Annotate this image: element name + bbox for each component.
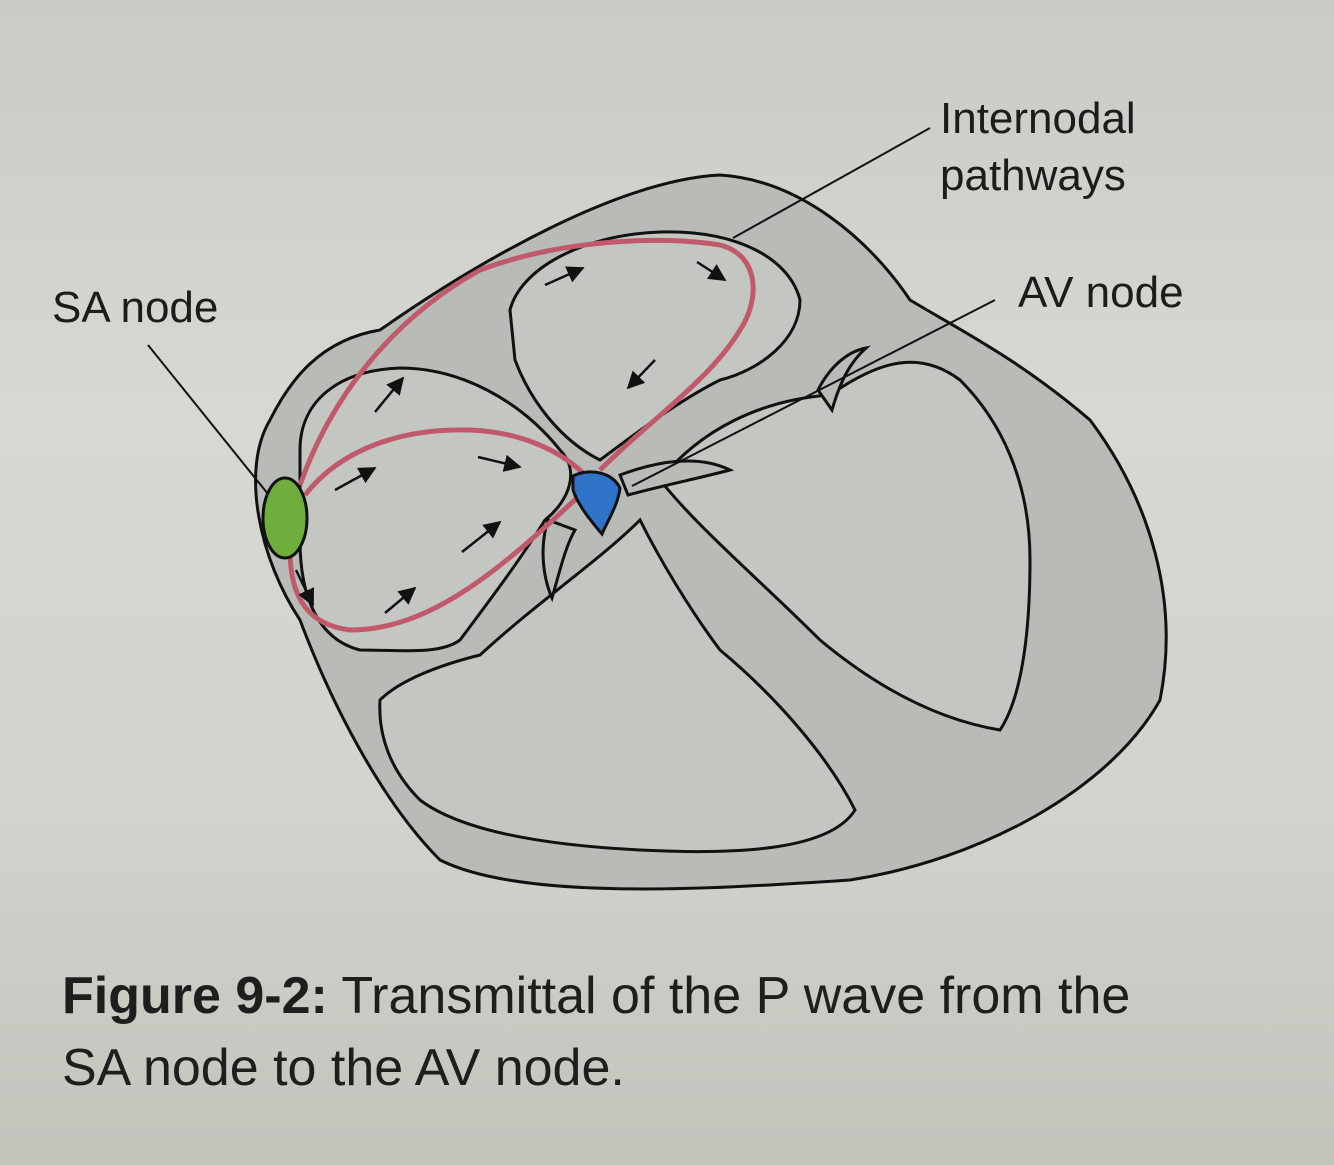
sa-node-ellipse: [263, 478, 307, 558]
caption-text-line1: Transmittal of the P wave from the: [341, 967, 1130, 1025]
caption-line1: Figure 9-2: Transmittal of the P wave fr…: [62, 960, 1302, 1032]
figure-caption: Figure 9-2: Transmittal of the P wave fr…: [62, 960, 1302, 1104]
figure-number: Figure 9-2:: [62, 967, 328, 1025]
sa-node-leader-line: [148, 345, 268, 494]
caption-text-line2: SA node to the AV node.: [62, 1032, 1302, 1104]
heart-conduction-diagram: SA node Internodal pathways AV node: [0, 0, 1334, 950]
internodal-label-line2: pathways: [940, 151, 1126, 200]
internodal-label-line1: Internodal: [940, 94, 1136, 143]
sa-node-label: SA node: [52, 283, 218, 332]
av-node-label: AV node: [1018, 268, 1184, 317]
